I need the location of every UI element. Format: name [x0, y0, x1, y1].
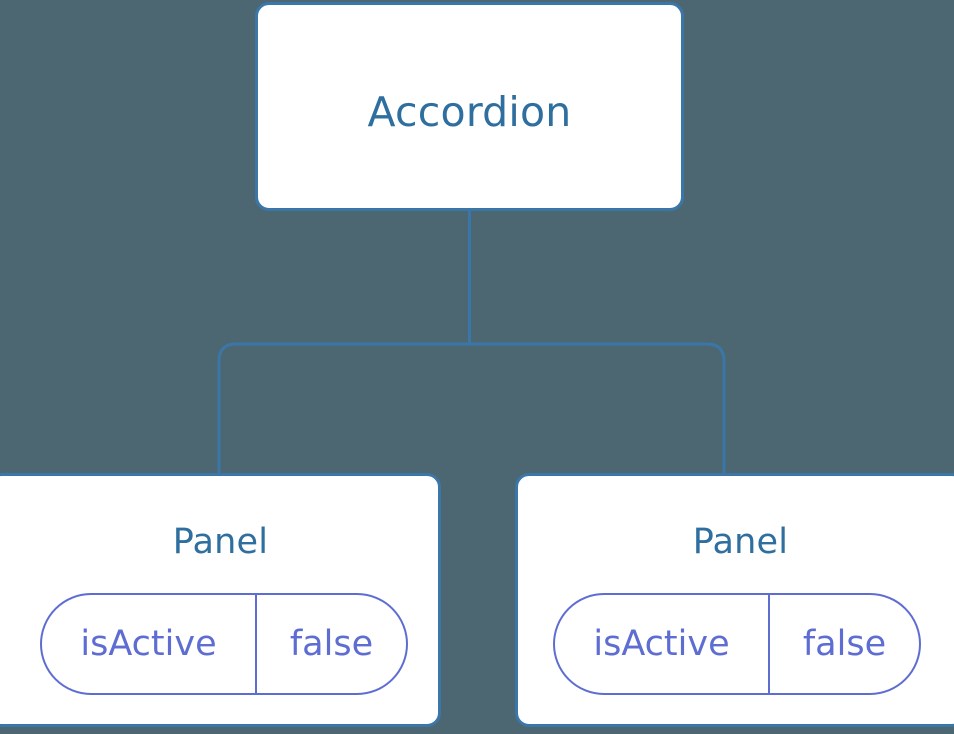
node-panel-0-label: Panel [172, 522, 269, 562]
edge-split-to-panel-1 [469, 342, 726, 474]
node-panel-1-label: Panel [692, 522, 789, 562]
node-accordion[interactable]: Accordion [255, 2, 684, 211]
node-panel-0-state-key: isActive [42, 595, 257, 693]
edge-split-to-panel-0 [217, 342, 470, 474]
node-panel-0[interactable]: Panel isActive false [0, 473, 441, 727]
node-panel-1-state-value: false [802, 624, 887, 664]
node-accordion-label: Accordion [367, 88, 572, 136]
node-panel-1-state-key: isActive [555, 595, 770, 693]
node-panel-1[interactable]: Panel isActive false [515, 473, 954, 727]
node-panel-0-state-value: false [289, 624, 374, 664]
node-panel-1-state-pill[interactable]: isActive false [553, 593, 921, 695]
node-panel-0-state-pill[interactable]: isActive false [40, 593, 408, 695]
